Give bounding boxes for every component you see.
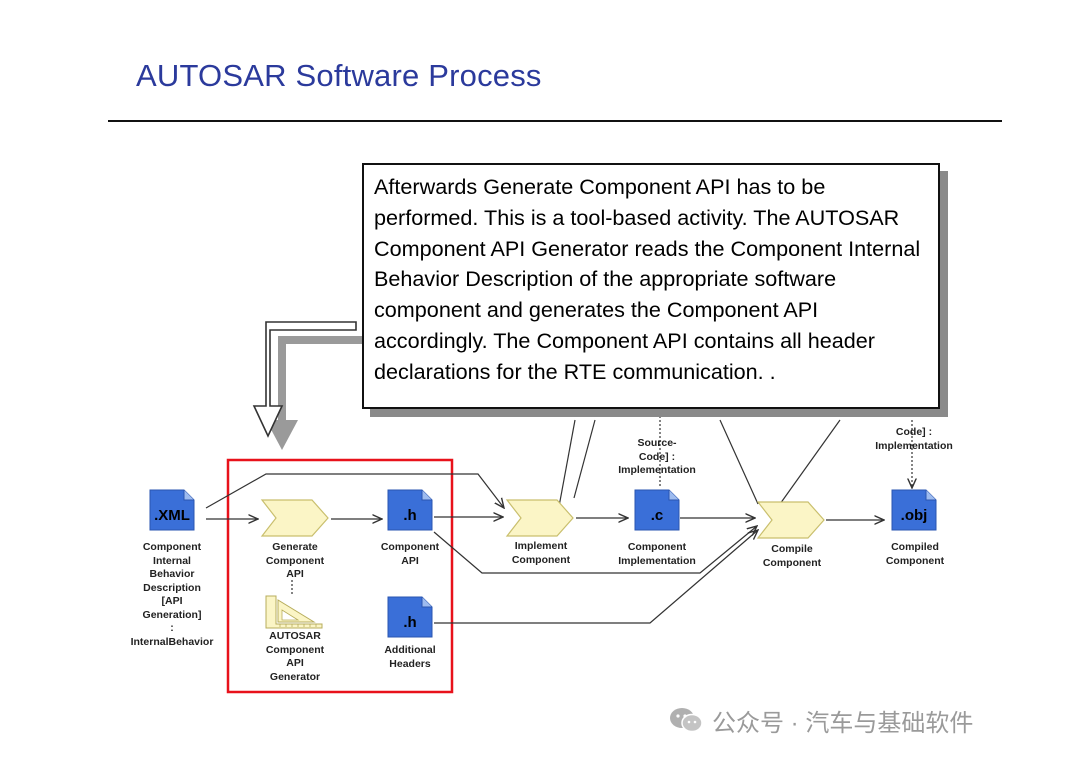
arrow-xml-to-implement <box>205 473 504 508</box>
additional-headers-document-icon: .h <box>387 596 433 638</box>
component-api-document-icon: .h <box>387 489 433 531</box>
implementation-c-document-icon: .c <box>634 489 680 531</box>
headers-tag: .h <box>403 614 416 631</box>
highlight-box <box>226 458 454 694</box>
api-generator-tool-icon <box>265 595 323 629</box>
additional-headers-label: Additional Headers <box>384 644 436 670</box>
generate-api-activity-icon <box>261 499 329 537</box>
arrow-api-to-compile <box>433 526 757 574</box>
page-title: AUTOSAR Software Process <box>136 58 542 93</box>
component-api-label: Component API <box>380 541 440 567</box>
xml-doc-label: Component Internal Behavior Description … <box>130 541 214 648</box>
api-tag: .h <box>403 507 416 524</box>
compile-activity-icon <box>757 501 825 539</box>
obj-document-icon: .obj <box>891 489 937 531</box>
c-tag: .c <box>651 507 664 524</box>
obj-top-label: Code] : Implementation <box>875 426 953 452</box>
title-divider <box>108 120 1002 122</box>
callout-text: Afterwards Generate Component API has to… <box>374 174 921 384</box>
implement-activity-icon <box>506 499 574 537</box>
watermark-text: 公众号 · 汽车与基础软件 <box>712 709 974 737</box>
xml-document-icon: .XML <box>149 489 195 531</box>
compile-label: Compile Component <box>762 543 822 569</box>
source-code-label: Source- Code] : Implementation <box>618 437 696 476</box>
compiled-label: Compiled Component <box>885 541 945 567</box>
watermark: 公众号 · 汽车与基础软件 <box>668 702 973 738</box>
arrow-headers-to-compile <box>434 530 758 624</box>
big-down-arrow-icon <box>252 321 362 450</box>
implement-label: Implement Component <box>511 540 571 566</box>
wechat-icon <box>670 708 703 733</box>
generate-api-label: Generate Component API <box>265 541 325 580</box>
explanation-callout: Afterwards Generate Component API has to… <box>362 163 940 409</box>
api-generator-label: AUTOSAR Component API Generator <box>265 630 325 683</box>
xml-tag: .XML <box>154 507 190 524</box>
implementation-c-label: Component Implementation <box>618 541 696 567</box>
obj-tag: .obj <box>901 507 928 524</box>
